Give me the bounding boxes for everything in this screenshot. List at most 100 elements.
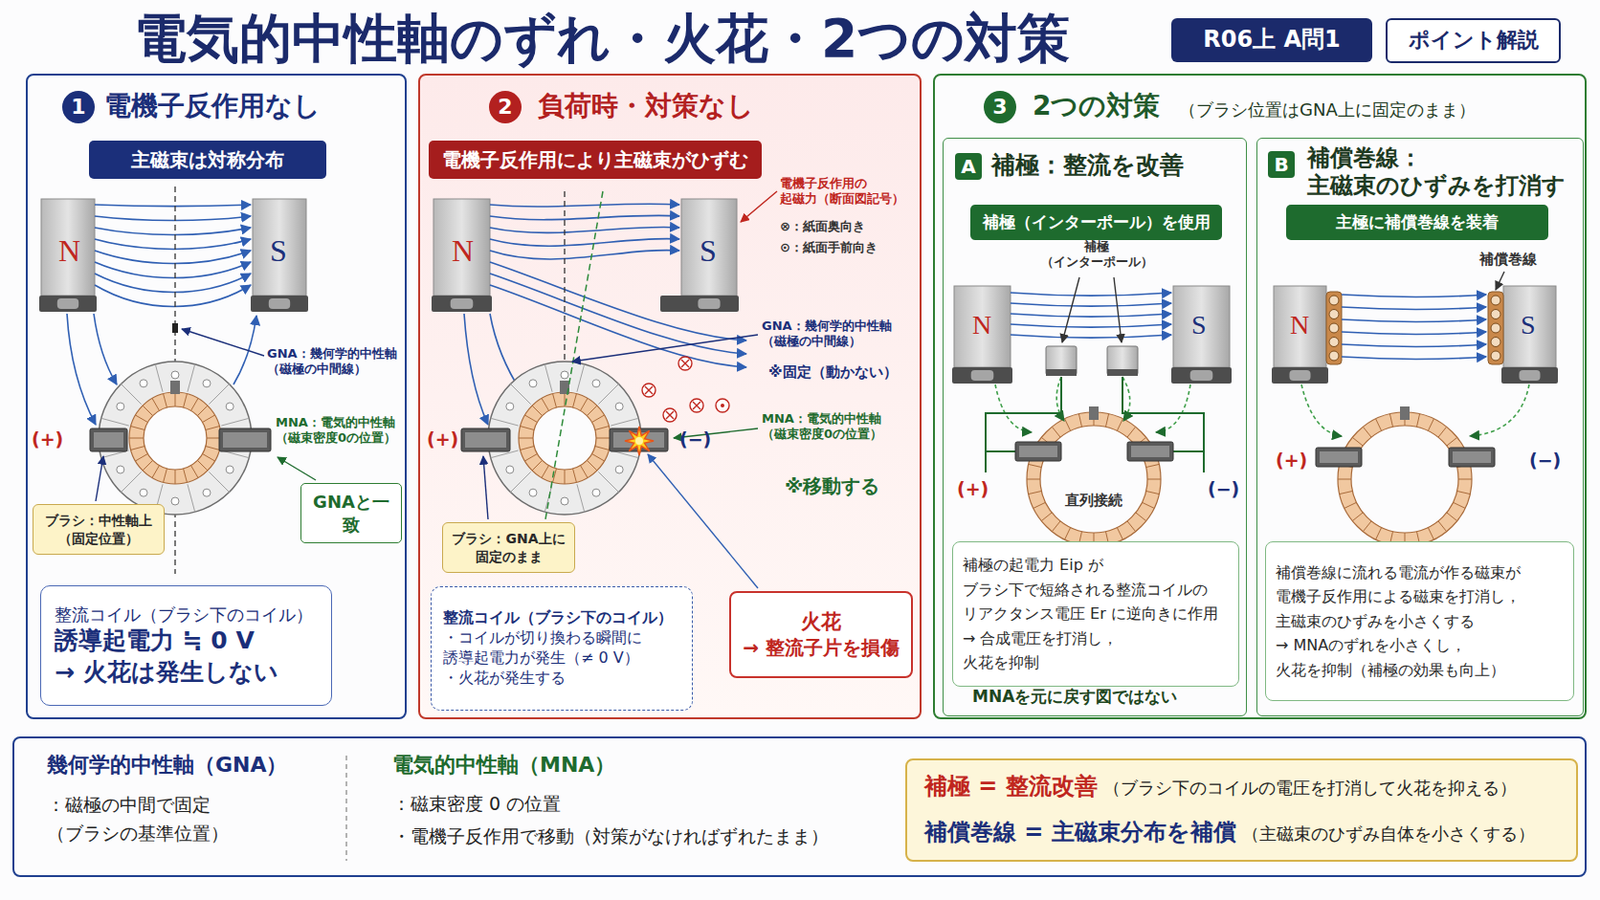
armature-hole	[139, 488, 148, 497]
summary-box: 整流コイル（ブラシ下のコイル）誘導起電力 ≒ 0 V→ 火花は発生しない	[40, 585, 333, 707]
separator-line	[345, 755, 348, 862]
current-into-page	[689, 399, 704, 413]
interpole-shoe	[1107, 369, 1138, 377]
commutator-segment	[1116, 527, 1123, 540]
node-text: ・火花が発生する	[443, 668, 566, 689]
armature-slot	[510, 471, 531, 492]
brush	[1127, 442, 1174, 462]
pole-letter: N	[972, 308, 992, 342]
field-line	[464, 313, 489, 425]
armature-slot	[544, 364, 553, 393]
brush-face	[93, 432, 124, 448]
node-text: ブラシ：中性軸上 （固定位置）	[36, 511, 161, 547]
pole-shoe-face	[697, 298, 720, 310]
commutator-bore	[1351, 425, 1459, 534]
current-into-page	[692, 401, 701, 410]
commutator-segment	[205, 446, 220, 451]
pole-letter: N	[58, 231, 81, 270]
node-text: 補償巻線 = 主磁束分布を補償	[924, 818, 1237, 848]
node-text: 補償巻線に流れる電流が作る磁束が 電機子反作用による磁束を打消し， 主磁束のひず…	[1275, 560, 1524, 635]
current-out-of-page	[715, 399, 730, 413]
pole-shoe	[39, 295, 97, 312]
commutator-segment	[596, 438, 611, 440]
armature-hole	[506, 466, 514, 474]
commutator-segment	[191, 398, 200, 411]
node-text: 補償巻線： 主磁束のひずみを打消す	[1307, 144, 1569, 200]
commutator-segment	[520, 446, 534, 451]
armature-slot	[187, 364, 196, 393]
commutator-segment	[524, 415, 537, 423]
node-text: → 整流子片を損傷	[742, 635, 900, 661]
pole-shoe-face	[450, 298, 474, 310]
callout-number: 2	[488, 90, 522, 124]
commutator-segment	[573, 468, 578, 483]
pole-shoe	[431, 295, 492, 312]
commutator-segment	[586, 460, 598, 471]
page-title: 電気的中性軸のずれ・火花・2つの対策	[133, 5, 1070, 72]
commutator-segment	[1116, 419, 1123, 432]
commutator-segment	[1337, 479, 1352, 481]
armature-hole	[171, 371, 179, 379]
series-wire	[1122, 377, 1204, 452]
label: MNAを元に戻す図ではない	[972, 687, 1178, 708]
interpole-flux	[1122, 377, 1131, 422]
coil-marker	[1088, 406, 1099, 421]
commutator-segment	[1339, 490, 1354, 494]
field-line	[1341, 356, 1487, 359]
node-text: 補極（インターポール）を使用	[982, 211, 1211, 233]
node-text: 誘導起電力 ≒ 0 V	[54, 625, 255, 658]
armature-slot	[598, 383, 619, 404]
commutator-ring	[1337, 412, 1472, 547]
commutator-segment	[532, 460, 543, 471]
interpole	[1045, 346, 1077, 376]
key-point-box: 補極 = 整流改善（ブラシ下のコイルの電圧を打消して火花を抑える）補償巻線 = …	[905, 758, 1578, 863]
armature-slot	[510, 383, 531, 404]
armature-slot	[187, 484, 196, 512]
current-into-page	[681, 359, 689, 368]
brush	[1448, 447, 1495, 467]
commutator-segment	[1452, 502, 1466, 509]
field-line	[94, 285, 251, 308]
commutator-segment	[1352, 437, 1363, 446]
callout-number: 3	[983, 90, 1017, 124]
commutator-segment	[175, 392, 177, 407]
magnet-pole	[433, 199, 490, 296]
node-text: → 火花は発生しない	[54, 657, 279, 689]
commutator-segment	[592, 415, 605, 423]
field-line	[94, 262, 251, 279]
winding-conductor	[1329, 295, 1339, 306]
commutator-segment	[1028, 464, 1043, 467]
current-into-page	[678, 356, 692, 371]
armature-slot	[577, 484, 585, 512]
armature-hole	[615, 466, 623, 474]
brush	[89, 428, 128, 452]
pole-shoe-face	[268, 298, 290, 310]
field-line	[1341, 344, 1487, 347]
explain-box: 補極の起電力 Eip が ブラシ下で短絡される整流コイルの リアクタンス電圧 E…	[952, 541, 1240, 688]
field-line	[489, 226, 680, 233]
node-text: 負荷時・対策なし	[537, 88, 755, 124]
commutator-ring	[518, 392, 611, 485]
label: ※固定（動かない）	[768, 363, 898, 382]
commutator-segment	[202, 454, 216, 463]
commutator-segment	[1362, 426, 1372, 438]
label: 補極 （インターポール）	[1039, 239, 1155, 271]
winding-conductor	[1329, 323, 1339, 334]
commutator-segment	[1028, 490, 1043, 494]
brush-face	[465, 432, 507, 448]
commutator-segment	[573, 394, 578, 408]
label: ⊗：紙面奥向き	[779, 219, 866, 235]
field-line	[1010, 292, 1172, 296]
commutator-segment	[175, 469, 177, 485]
pole-shoe	[1171, 367, 1232, 384]
commutator-segment	[129, 438, 144, 440]
fringe-flux	[1155, 384, 1191, 433]
fringe-flux	[995, 384, 1032, 433]
commutator-segment	[1458, 479, 1472, 481]
commutator-segment	[1389, 414, 1393, 428]
node-text: （主磁束のひずみ自体を小さくする）	[1242, 822, 1535, 845]
node-text: R06上 A問1	[1202, 24, 1341, 55]
armature-slot	[155, 364, 163, 393]
current-into-page	[666, 411, 674, 420]
node-text: 電気的中性軸（MNA）	[392, 752, 616, 780]
